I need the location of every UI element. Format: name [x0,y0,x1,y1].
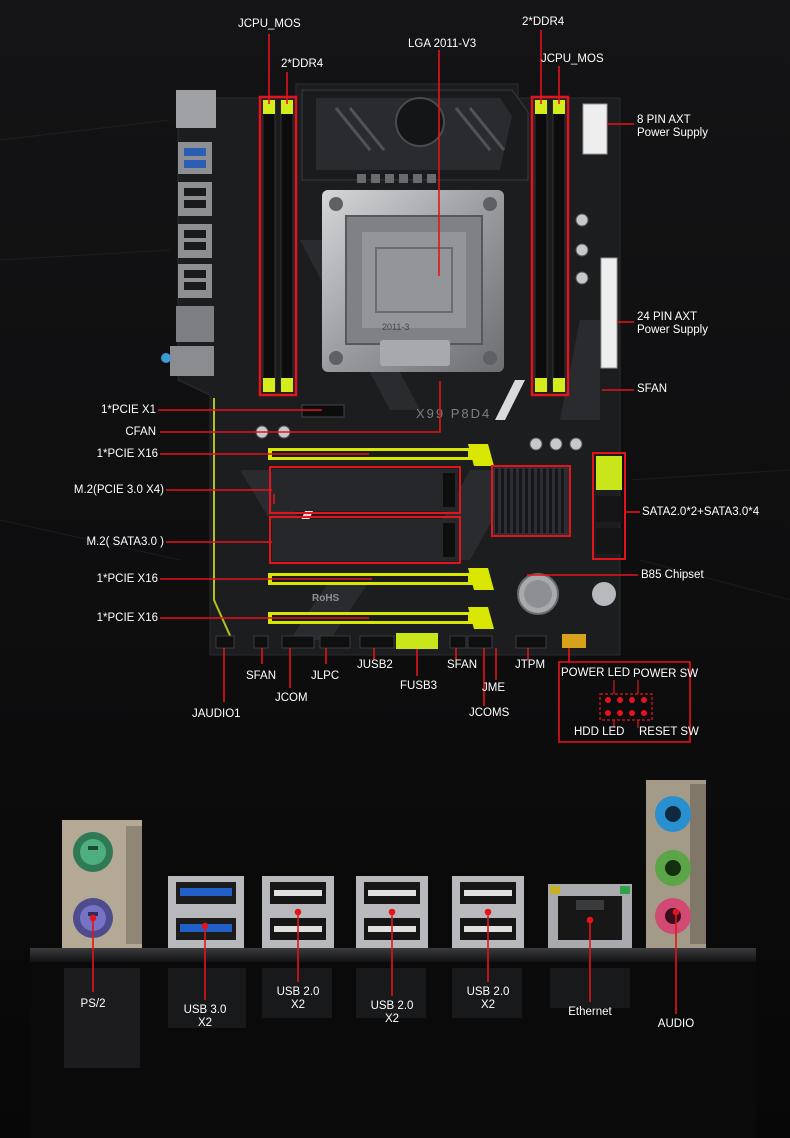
label-jcpu-mos-left: JCPU_MOS [238,18,301,30]
label-cfan: CFAN [125,426,156,438]
label-hdd-led: HDD LED [574,726,625,738]
label-jtpm: JTPM [515,659,546,671]
label-power-led: POWER LED [561,667,631,679]
label-lga-socket: LGA 2011-V3 [408,38,477,50]
label-jcom: JCOM [275,692,308,704]
label-sata: SATA2.0*2+SATA3.0*4 [642,506,760,518]
cpu-socket-icon: 2011-3 [322,190,504,372]
label-power-sw: POWER SW [633,668,699,680]
m2-slot-icon [269,516,461,564]
label-io-audio: AUDIO [657,1018,695,1030]
vrm-heatsink [301,89,529,181]
label-jcpu-mos-right: JCPU_MOS [541,53,604,65]
label-jusb2: JUSB2 [357,659,393,671]
label-pcie-x16-2: 1*PCIE X16 [96,573,158,585]
rear-io-panel [30,780,756,1138]
label-m2-pcie: M.2(PCIE 3.0 X4) [73,484,164,496]
label-pcie-x16-3: 1*PCIE X16 [96,612,158,624]
label-pcie-x1: 1*PCIE X1 [101,404,156,416]
label-io-usb20-c: USB 2.0 X2 [466,986,510,1011]
24pin-power-connector [600,257,618,369]
usb3-port-icon [168,876,244,948]
board-silkscreen: X99 P8D4 [416,406,491,421]
cmos-battery-icon [517,573,616,615]
label-jme: JME [482,682,505,694]
label-ddr4-left: 2*DDR4 [281,58,324,70]
8pin-power-connector [582,103,608,155]
m2-slot-icon [269,466,461,514]
label-chipset: B85 Chipset [641,569,704,581]
label-io-ethernet: Ethernet [568,1006,612,1018]
label-io-ps2: PS/2 [80,998,106,1010]
label-jaudio: JAUDIO1 [192,708,241,720]
front-panel-header [562,634,586,648]
motherboard: 2011-3 [161,83,626,656]
pcie-slot-icon [268,607,494,629]
label-jcoms: JCOMS [469,707,510,719]
label-io-usb20-b: USB 2.0 X2 [370,1000,414,1025]
label-fusb3: FUSB3 [400,680,438,692]
label-sfan-bottom-left: SFAN [246,670,277,682]
label-m2-sata: M.2( SATA3.0 ) [86,536,164,548]
label-pcie-x16-1: 1*PCIE X16 [96,448,158,460]
label-reset-sw: RESET SW [639,726,699,738]
chipset-heatsink-icon [491,465,571,537]
board-rear-io [161,90,216,376]
label-io-usb20-a: USB 2.0 X2 [276,986,320,1011]
socket-mark: 2011-3 [382,322,409,332]
fusb3-connector [396,633,438,649]
label-sfan-right: SFAN [637,383,668,395]
audio-jack-icon [646,780,706,948]
rohs-mark: RoHS [312,593,340,604]
pcie-slot-icon [301,404,345,418]
label-jlpc: JLPC [311,670,340,682]
rj45-port-icon [548,884,632,948]
label-ddr4-right: 2*DDR4 [522,16,565,28]
callout-lines [158,30,691,743]
label-8pin-power: 8 PIN AXT Power Supply [637,114,708,139]
front-panel-pin-diagram [599,680,653,728]
dimm-slot-icon [530,95,570,397]
label-io-usb30: USB 3.0 X2 [183,1004,227,1029]
dimm-slot-icon [258,95,298,397]
sata-port-icon [592,452,626,560]
pcie-slot-icon [268,444,494,466]
ps2-port-icon [62,820,142,948]
label-sfan-bottom-mid: SFAN [447,659,478,671]
label-24pin-power: 24 PIN AXT Power Supply [637,311,708,336]
